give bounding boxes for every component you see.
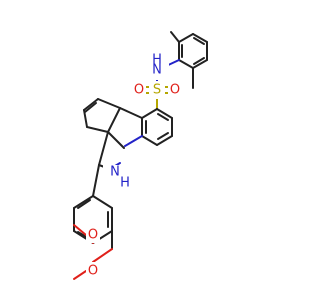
- methoxy-oxygen-lower-symbol: O: [88, 264, 98, 279]
- atom-sulfur: S: [149, 81, 165, 99]
- bond-line-32: [98, 131, 109, 166]
- methoxy-oxygen-upper-symbol: O: [88, 228, 98, 243]
- bond-line-6: [193, 37, 205, 45]
- bond-line-25: [157, 132, 169, 140]
- bond-line-18: [156, 108, 173, 119]
- bond-line-7: [193, 57, 205, 65]
- bond-line-45: [73, 195, 94, 209]
- atom-sulfonamide-nitrogen: N H: [145, 53, 169, 80]
- atom-methoxy-oxygen-lower: O: [86, 262, 100, 279]
- bond-line-37: [86, 126, 109, 133]
- bond-line-3: [192, 59, 208, 69]
- bond-line-35: [83, 98, 99, 111]
- bond-line-1: [192, 33, 208, 43]
- atom-sulfonyl-oxygen-left: O: [132, 81, 146, 99]
- ring-nitrogen-symbol: N: [110, 165, 120, 180]
- atom-methoxy-oxygen-upper: O: [86, 226, 100, 243]
- sulfonyl-oxygen-left-symbol: O: [134, 83, 144, 98]
- bond-line-27: [124, 135, 143, 147]
- bond-line-34: [97, 98, 121, 109]
- atom-sulfonyl-oxygen-right: O: [168, 81, 182, 99]
- bond-line-4: [178, 59, 194, 69]
- bond-line-24: [157, 113, 169, 121]
- bond-line-39: [92, 164, 100, 197]
- bond-line-20: [156, 135, 173, 146]
- bond-line-40: [92, 195, 113, 209]
- bond-line-48: [77, 199, 91, 209]
- sulfonamide-nitrogen-symbol: N: [152, 63, 162, 78]
- bond-line-52: [92, 248, 113, 263]
- bond-line-50: [73, 224, 87, 236]
- bond-line-53: [73, 270, 87, 280]
- bond-line-23: [141, 108, 158, 119]
- sulfonyl-oxygen-right-symbol: O: [170, 83, 180, 98]
- bond-line-38: [84, 102, 97, 113]
- bond-line-0: [178, 33, 194, 43]
- sulfur-symbol: S: [153, 83, 161, 98]
- ring-nitrogen-hydrogen: H: [120, 176, 130, 191]
- bond-line-29: [119, 107, 143, 119]
- bond-line-9: [170, 31, 180, 43]
- sulfonamide-nitrogen-hydrogen: H: [152, 53, 162, 68]
- bond-line-31: [107, 131, 125, 149]
- bond-line-21: [141, 135, 158, 146]
- bond-line-30: [107, 107, 121, 133]
- molecule-structure-diagram: N H S O O N H O O: [73, 31, 208, 280]
- atom-ring-nitrogen: N H: [103, 165, 130, 192]
